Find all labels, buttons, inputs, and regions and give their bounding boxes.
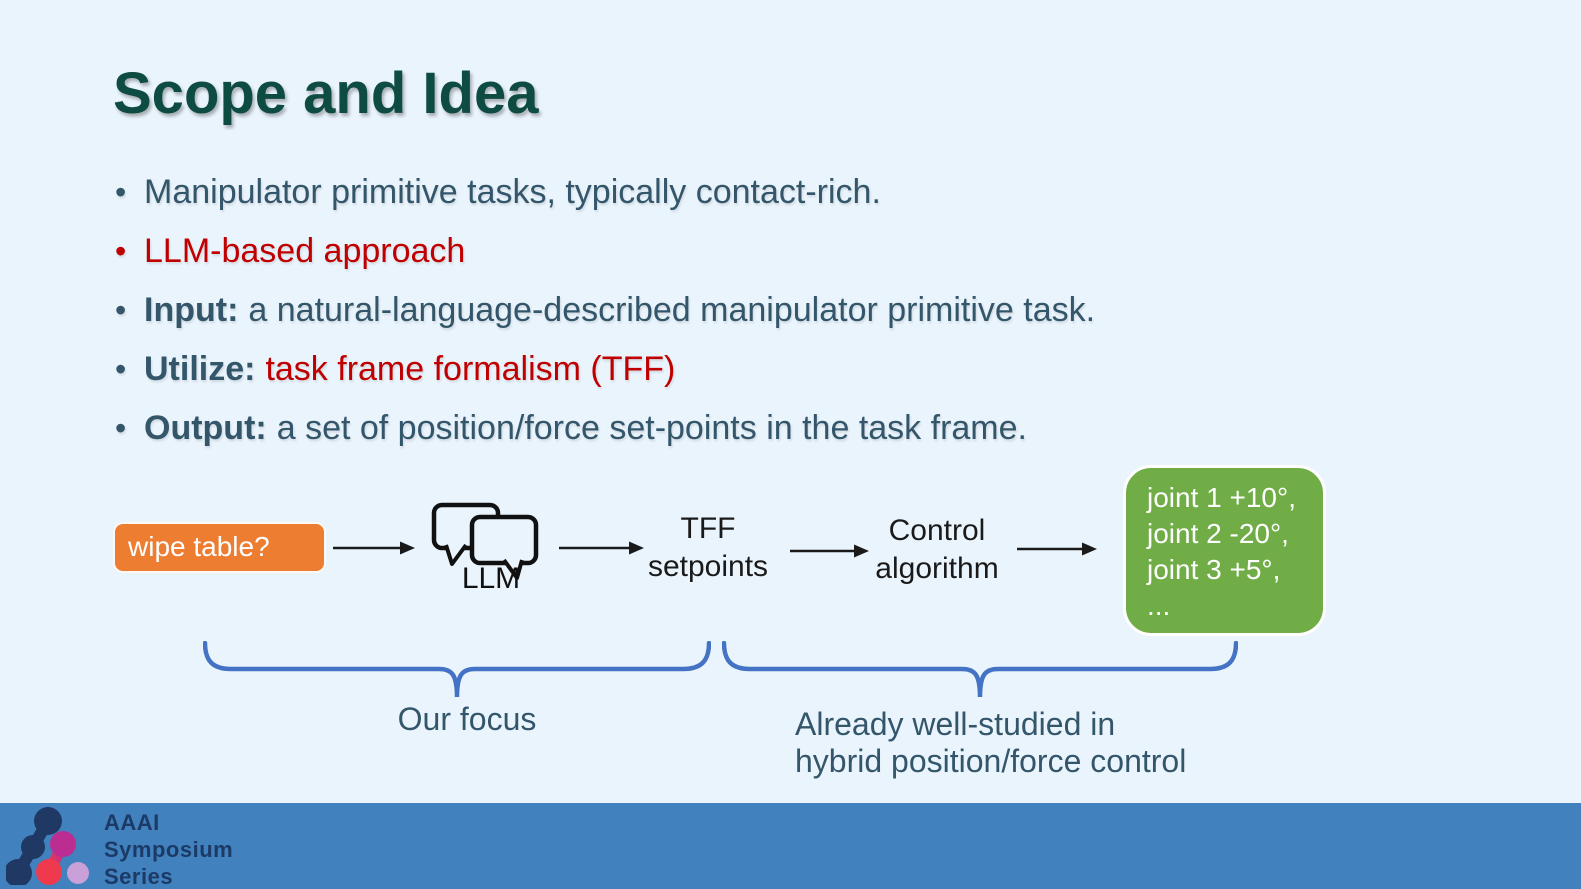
node-tff-line1: TFF bbox=[680, 512, 736, 545]
bullet-marker bbox=[115, 222, 126, 281]
output-line: joint 1 +10°, bbox=[1147, 482, 1296, 513]
node-control-line1: Control bbox=[888, 514, 986, 547]
speech-bubbles-icon bbox=[431, 502, 539, 580]
bullet-marker bbox=[115, 340, 126, 399]
node-control-algorithm: Control algorithm bbox=[852, 512, 1022, 588]
footer-bar: AAAI Symposium Series bbox=[0, 803, 1581, 889]
arrow-right-icon bbox=[333, 541, 415, 555]
bullet-item-manipulator: Manipulator primitive tasks, typically c… bbox=[113, 163, 1095, 222]
bullet-item-input: Input:a natural-language-described manip… bbox=[113, 281, 1095, 340]
bullet-text: a natural-language-described manipulator… bbox=[248, 291, 1096, 329]
node-control-line2: algorithm bbox=[875, 552, 999, 585]
focus-annotation: Our focus bbox=[397, 701, 537, 737]
output-line: joint 3 +5°, bbox=[1147, 554, 1281, 585]
well-studied-annotation: Already well-studied in hybrid position/… bbox=[795, 706, 1186, 780]
logo-line3: Series bbox=[104, 864, 174, 889]
node-tff-line2: setpoints bbox=[647, 550, 769, 583]
arrow-right-icon bbox=[559, 541, 644, 555]
diagram-output-box: joint 1 +10°, joint 2 -20°, joint 3 +5°,… bbox=[1123, 465, 1326, 636]
arrow-right-icon bbox=[1017, 542, 1097, 556]
bullet-marker bbox=[115, 281, 126, 340]
bullet-marker bbox=[115, 399, 126, 458]
bullet-list: Manipulator primitive tasks, typically c… bbox=[113, 163, 1095, 458]
well-studied-line2: hybrid position/force control bbox=[795, 743, 1187, 779]
output-line: ... bbox=[1147, 590, 1171, 621]
bullet-prefix: Output: bbox=[144, 409, 267, 447]
diagram-input-box: wipe table? bbox=[113, 522, 326, 573]
bullet-item-output: Output:a set of position/force set-point… bbox=[113, 399, 1095, 458]
brace-our-focus bbox=[203, 641, 711, 698]
input-box-label: wipe table? bbox=[128, 531, 270, 562]
bullet-prefix: Input: bbox=[144, 291, 239, 329]
aaai-logo-text: AAAI Symposium Series bbox=[104, 809, 233, 889]
bullet-item-llm-approach: LLM-based approach bbox=[113, 222, 1095, 281]
bullet-prefix: Utilize: bbox=[144, 350, 256, 388]
bullet-item-utilize: Utilize:task frame formalism (TFF) bbox=[113, 340, 1095, 399]
aaai-logo-icon bbox=[6, 807, 89, 885]
logo-line2: Symposium bbox=[104, 837, 234, 862]
bullet-text: Manipulator primitive tasks, typically c… bbox=[144, 173, 881, 211]
logo-line1: AAAI bbox=[104, 810, 160, 835]
brace-well-studied bbox=[722, 641, 1238, 698]
slide-title: Scope and Idea bbox=[113, 61, 539, 126]
arrow-right-icon bbox=[790, 544, 869, 558]
bullet-text-red: task frame formalism (TFF) bbox=[265, 350, 676, 388]
bullet-text: a set of position/force set-points in th… bbox=[276, 409, 1027, 447]
output-line: joint 2 -20°, bbox=[1147, 518, 1289, 549]
llm-label: LLM bbox=[461, 562, 521, 595]
bullet-text: LLM-based approach bbox=[144, 232, 466, 270]
node-tff-setpoints: TFF setpoints bbox=[633, 510, 783, 586]
bullet-marker bbox=[115, 163, 126, 222]
well-studied-line1: Already well-studied in bbox=[795, 706, 1116, 742]
